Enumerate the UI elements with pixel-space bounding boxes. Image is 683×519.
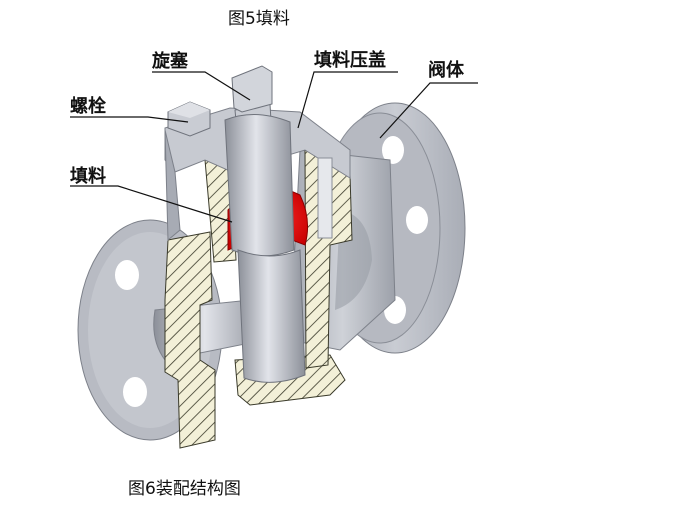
figure-5-title: 图5填料 xyxy=(228,9,290,29)
leader-plug xyxy=(152,71,251,101)
leader-lines xyxy=(70,71,478,223)
figure-6-title: 图6装配结构图 xyxy=(128,479,241,499)
leader-bolt xyxy=(70,116,189,123)
label-plug: 旋塞 xyxy=(152,51,188,72)
bolt-hole-icon xyxy=(406,206,428,234)
leader-packing xyxy=(70,185,233,223)
bolt-hole-icon xyxy=(382,136,404,164)
label-packing-gland: 填料压盖 xyxy=(314,50,386,71)
leader-gland xyxy=(297,71,398,129)
label-bolt: 螺栓 xyxy=(70,96,106,117)
label-valve-body: 阀体 xyxy=(428,60,464,81)
bolt-hole-icon xyxy=(123,377,147,407)
leader-body xyxy=(379,82,478,139)
bolt-hole-icon xyxy=(115,260,139,290)
plug-stem xyxy=(224,65,306,383)
bolt xyxy=(167,101,211,137)
label-packing: 填料 xyxy=(70,166,106,187)
